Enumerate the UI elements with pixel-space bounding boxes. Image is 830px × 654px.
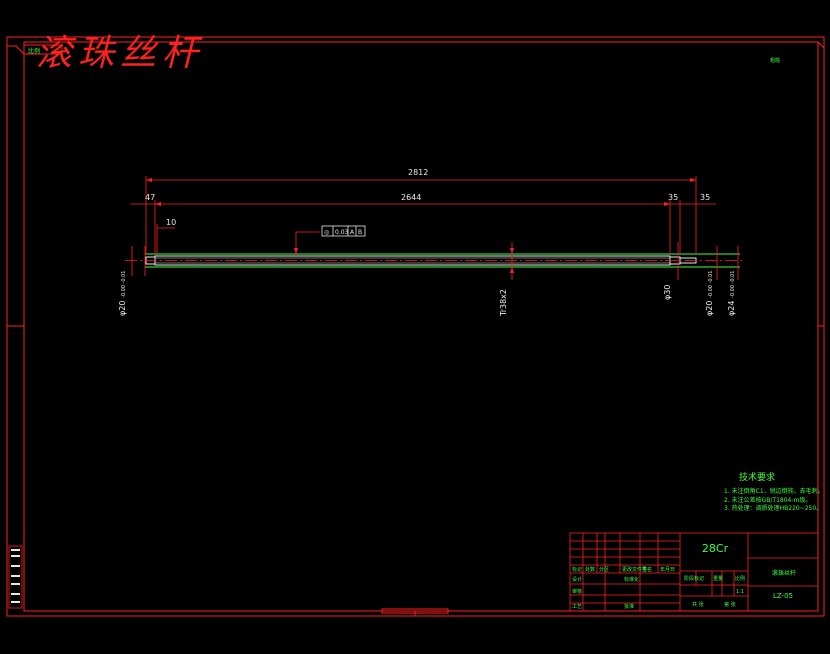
trim-mark-tr (780, 41, 825, 49)
dim-right-diameter-24-value: φ24 (727, 300, 736, 316)
top-left-box-label: 比例 (28, 48, 41, 55)
tb-label-zone: 分区 (599, 566, 609, 573)
title-block (569, 532, 819, 612)
dim-overall-length: 2812 (408, 168, 429, 177)
tolerance-symbol: ◎ (324, 229, 329, 236)
dim-thread-spec: Tr38x2 (499, 288, 508, 316)
tb-label-review: 审核 (572, 588, 582, 595)
requirement-item-2: 2. 未注公差按GB/T1804-m级。 (724, 496, 812, 504)
dim-left-diameter: φ20 -0.00 -0.01 (118, 270, 127, 316)
title-block-drawing-number: LZ-05 (772, 592, 793, 600)
top-left-box (23, 44, 63, 55)
dim-diameter-30: φ30 (663, 284, 672, 300)
title-block-part-name: 滚珠丝杆 (772, 570, 797, 577)
tb-label-design: 设计 (572, 576, 582, 583)
bottom-scale-bar (381, 608, 449, 614)
tb-label-weight: 重量 (713, 575, 723, 582)
tb-label-stage: 阶段标记 (684, 575, 704, 582)
tb-sheet-number: 第 张 (724, 601, 736, 608)
dim-thread-length: 2644 (401, 193, 422, 202)
tb-label-date: 年月日 (660, 566, 675, 573)
title-block-material: 28Cr (701, 542, 729, 555)
tb-label-count: 处数 (585, 566, 595, 573)
requirement-item-1: 1. 未注倒角C1，锐边倒钝，去毛刺。 (724, 488, 824, 496)
requirement-item-3: 3. 热处理：调质处理HB220~250。 (724, 505, 823, 513)
dim-right-diameter-20-value: φ20 (705, 300, 714, 316)
dim-left-diameter-tol: -0.00 -0.01 (121, 270, 127, 298)
dim-left-diameter-value: φ20 (118, 300, 127, 316)
tb-label-mark: 标记 (572, 566, 582, 573)
dim-right-diameter-24: φ24 -0.00 -0.01 (727, 270, 736, 316)
dim-small-left: 10 (166, 218, 177, 227)
shaft-outline (145, 253, 740, 268)
tb-label-process: 工艺 (572, 604, 582, 610)
tb-label-change-doc: 更改文件号 (622, 566, 647, 573)
dim-right-seg1: 35 (668, 193, 679, 202)
drawing-title: 滚珠丝杆 (36, 33, 205, 74)
tolerance-datum-b: B (358, 229, 362, 236)
tb-label-approve: 批准 (624, 603, 634, 610)
outer-frame (6, 36, 825, 617)
tolerance-datum-a: A (350, 229, 355, 236)
title-block-labels: 标记 处数 分区 更改文件号 签名 年月日 设计 标准化 审核 工艺 批准 阶段… (572, 566, 745, 610)
tolerance-value: 0.03 (335, 229, 349, 236)
tb-sheets-total: 共 张 (692, 601, 704, 608)
revision-strip-ticks (11, 549, 20, 603)
trim-mark-tl (7, 45, 25, 55)
dim-right-diameter-24-tol: -0.00 -0.01 (730, 270, 736, 298)
tb-label-sign: 签名 (642, 566, 652, 573)
dim-right-diameter-20-tol: -0.00 -0.01 (708, 270, 714, 298)
revision-strip (8, 545, 23, 609)
dim-right-diameter-20: φ20 -0.00 -0.01 (705, 270, 714, 316)
tb-label-standard: 标准化 (624, 576, 639, 583)
tb-scale-value: 1:1 (736, 589, 744, 595)
dim-left-shoulder: 47 (145, 193, 156, 202)
technical-requirements: 技术要求 1. 未注倒角C1，锐边倒钝，去毛刺。 2. 未注公差按GB/T180… (724, 472, 824, 514)
inner-frame (23, 41, 819, 612)
geometric-tolerance-frame (321, 225, 366, 237)
dimension-lines (130, 176, 739, 280)
roughness-mark: 粗糙 (770, 58, 781, 64)
technical-requirements-heading: 技术要求 (738, 473, 775, 483)
tb-label-scale: 比例 (735, 575, 745, 582)
dimension-arrows (146, 178, 696, 273)
dim-right-seg2: 35 (700, 193, 711, 202)
tolerance-frame-texts: ◎ 0.03 A B (324, 229, 362, 236)
